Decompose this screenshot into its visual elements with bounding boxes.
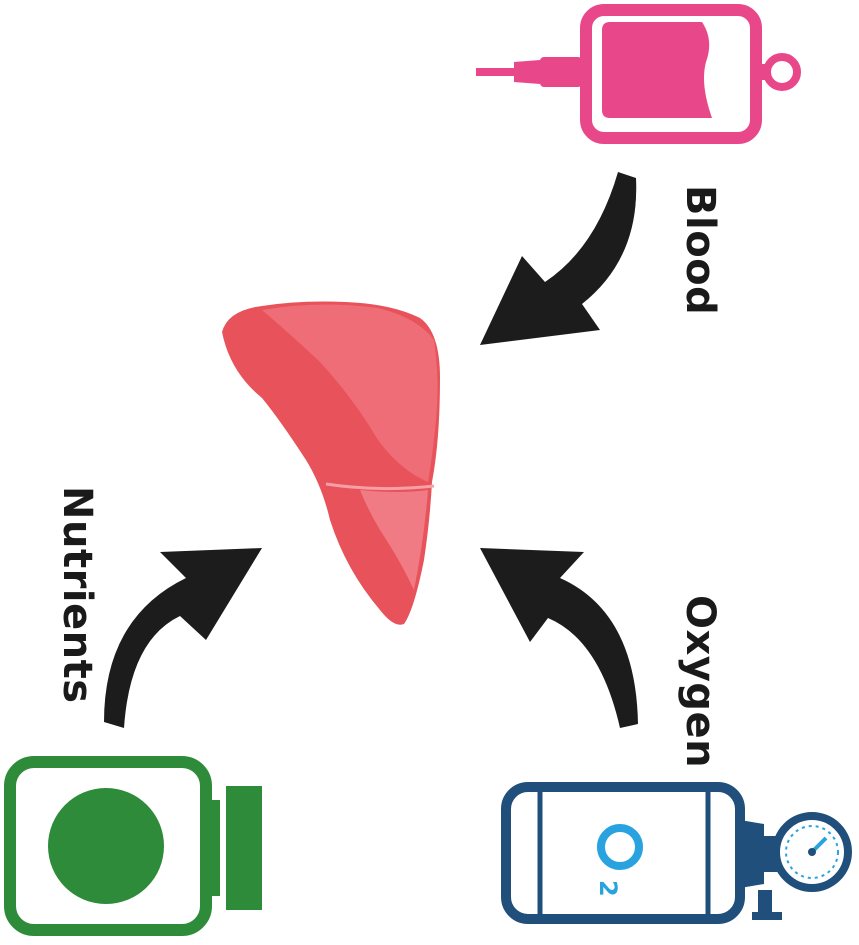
nutrient-container-icon (10, 762, 262, 930)
liver-icon (222, 302, 440, 625)
blood-bag-icon (476, 10, 797, 138)
oxygen-arrow (480, 548, 638, 728)
o2-subscript: 2 (594, 880, 622, 897)
blood-arrow (480, 172, 636, 345)
nutrients-arrow (104, 548, 262, 728)
oxygen-tank-icon: 2 (506, 787, 848, 920)
blood-label: Blood (675, 185, 725, 305)
nutrients-label: Nutrients (52, 486, 102, 696)
oxygen-label: Oxygen (675, 595, 725, 755)
